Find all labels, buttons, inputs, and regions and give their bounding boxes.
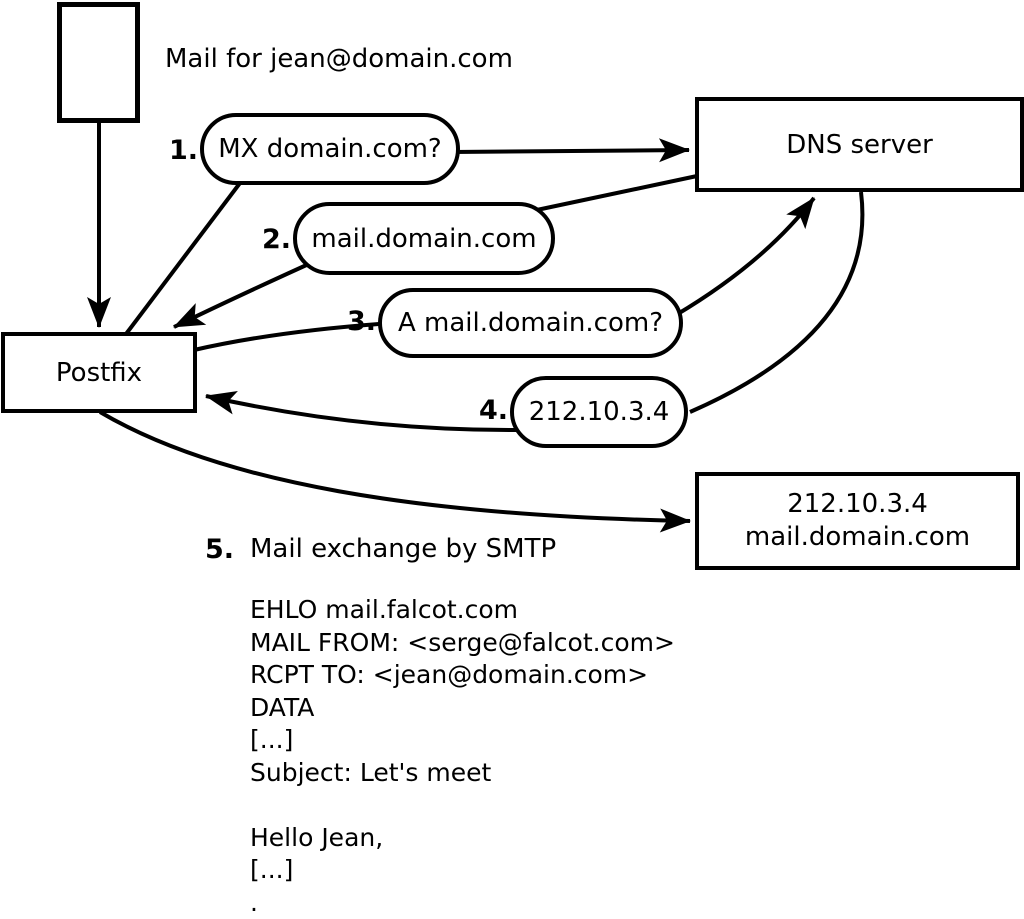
arrow-postfix-to-destination <box>98 410 691 533</box>
msg-mx-query-text: MX domain.com? <box>218 134 442 164</box>
line-dns-to-msg4 <box>689 191 865 414</box>
smtp-line-mail-from: MAIL FROM: <serge@falcot.com> <box>250 627 675 657</box>
dns-server-label: DNS server <box>786 129 933 160</box>
msg-a-answer-text: 212.10.3.4 <box>528 397 670 427</box>
arrow-msg3-to-dns <box>674 196 816 317</box>
smtp-line-blank <box>250 789 675 822</box>
arrow-msg1-to-dns <box>451 138 690 163</box>
smtp-line-subject: Subject: Let's meet <box>250 757 492 787</box>
destination-server-node: 212.10.3.4 mail.domain.com <box>695 472 1020 570</box>
msg-a-answer-pill: 212.10.3.4 <box>510 376 688 448</box>
line-postfix-to-msg3 <box>193 321 393 352</box>
step-5-number: 5. <box>204 534 234 565</box>
smtp-line-ellipsis-2: [...] <box>250 855 294 884</box>
smtp-line-ehlo: EHLO mail.falcot.com <box>250 595 519 624</box>
step-2-number: 2. <box>261 224 291 255</box>
line-postfix-to-msg1 <box>124 181 242 336</box>
smtp-line-end-dot: . <box>250 887 258 917</box>
step-4-number: 4. <box>478 395 508 426</box>
destination-host-label: mail.domain.com <box>744 522 971 552</box>
outgoing-mail-icon <box>57 2 140 123</box>
line-dns-to-msg2 <box>531 174 698 213</box>
mail-for-label: Mail for jean@domain.com <box>165 44 513 74</box>
step-3-number: 3. <box>346 306 376 337</box>
postfix-node: Postfix <box>1 332 197 413</box>
step-1-number: 1. <box>168 135 198 166</box>
msg-mx-answer-pill: mail.domain.com <box>293 202 555 275</box>
smtp-line-rcpt-to: RCPT TO: <jean@domain.com> <box>250 660 649 689</box>
msg-mx-answer-text: mail.domain.com <box>311 223 537 254</box>
arrow-msg2-to-postfix <box>173 256 323 329</box>
step-5-label: Mail exchange by SMTP <box>250 534 557 564</box>
smtp-session-transcript: EHLO mail.falcot.com MAIL FROM: <serge@f… <box>250 594 675 919</box>
smtp-line-ellipsis-1: [...] <box>250 725 294 754</box>
postfix-label: Postfix <box>55 357 143 388</box>
msg-mx-query-pill: MX domain.com? <box>200 113 460 185</box>
dns-server-node: DNS server <box>695 97 1024 192</box>
smtp-line-data: DATA <box>250 692 315 722</box>
arrow-msg4-to-postfix <box>205 390 519 433</box>
smtp-line-hello: Hello Jean, <box>250 822 384 852</box>
destination-ip-label: 212.10.3.4 <box>787 489 928 519</box>
msg-a-query-pill: A mail.domain.com? <box>378 288 683 358</box>
msg-a-query-text: A mail.domain.com? <box>398 308 663 338</box>
